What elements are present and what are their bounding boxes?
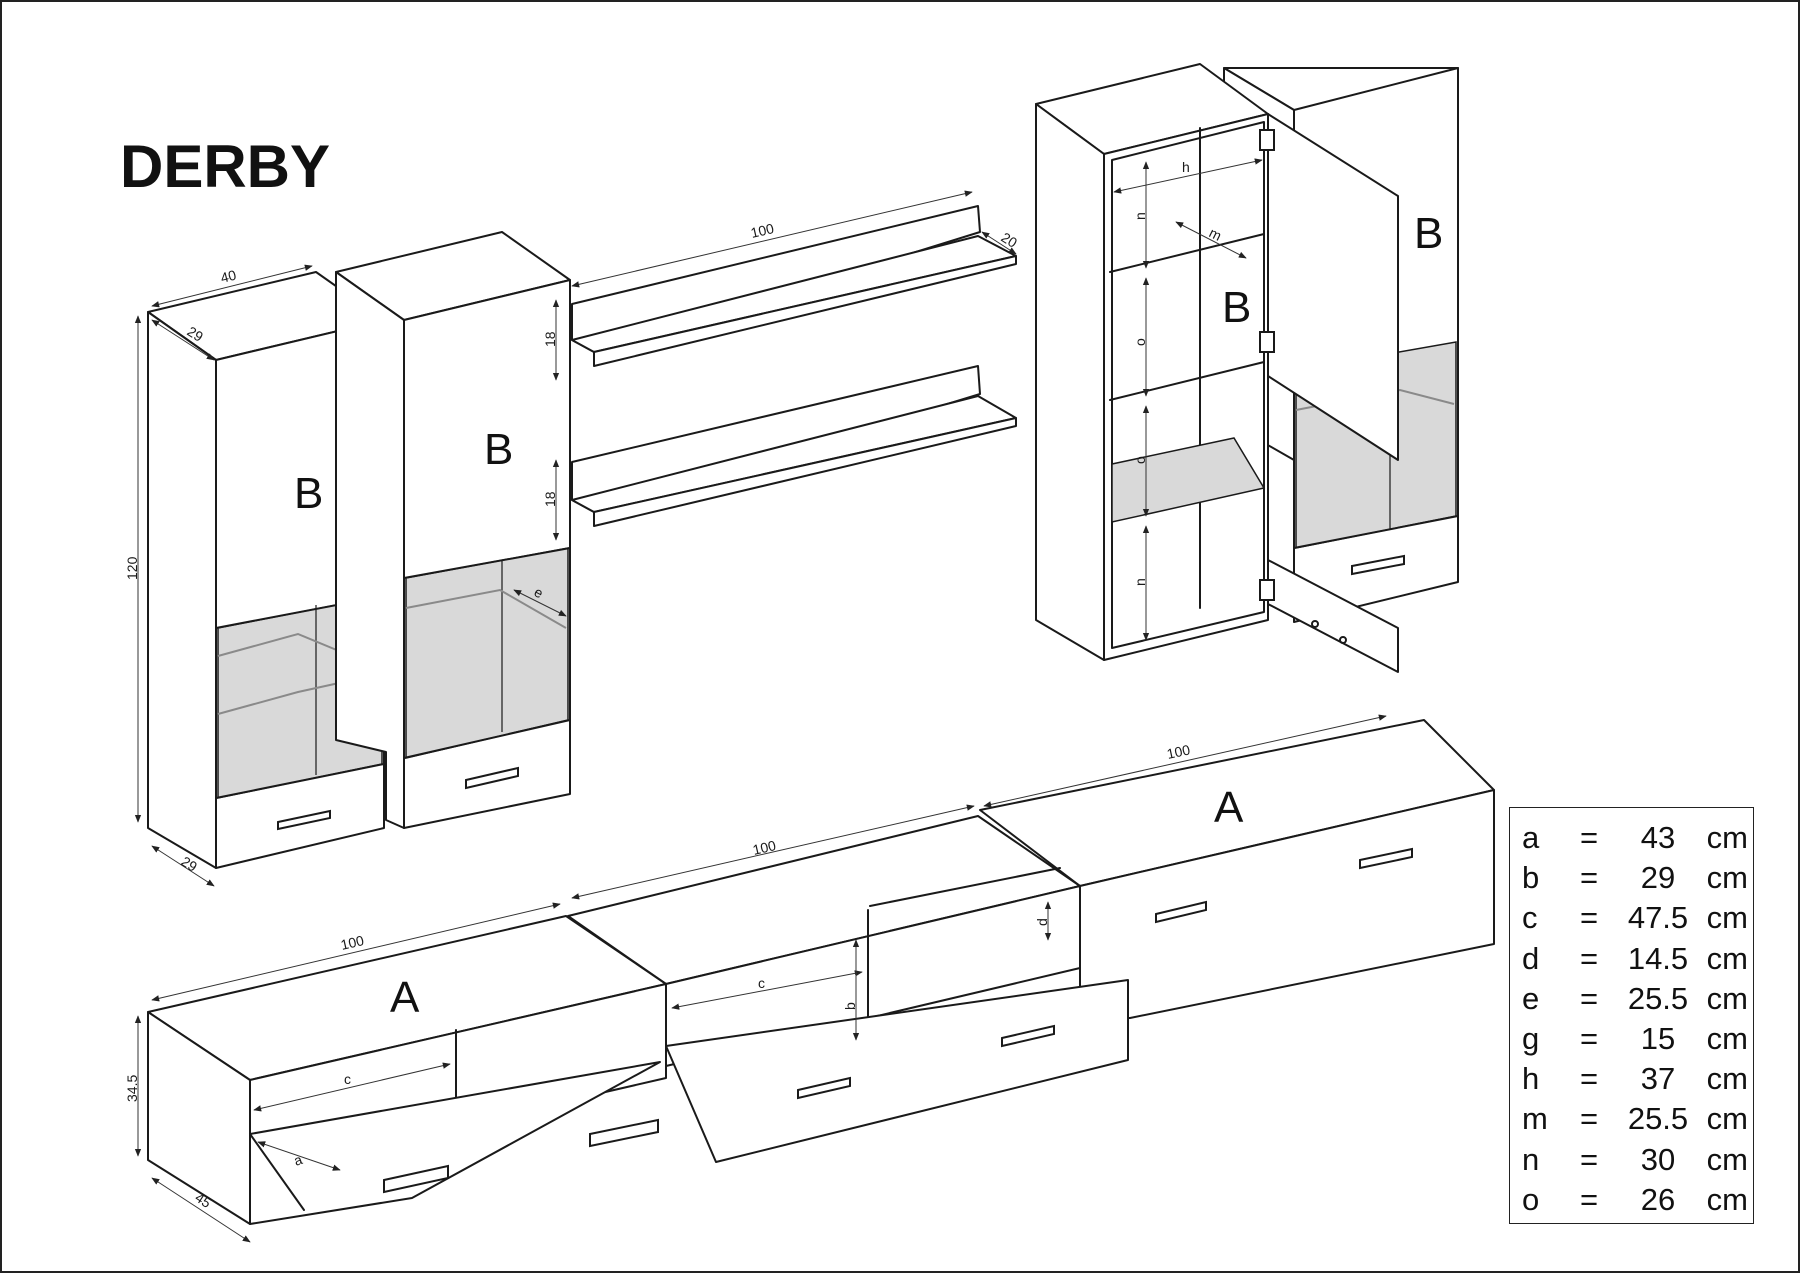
legend-eq: =: [1580, 1101, 1599, 1137]
dim-cabinet-depth-bottom: 29: [178, 853, 200, 875]
legend-eq: =: [1580, 1061, 1599, 1097]
legend-value: 29: [1640, 860, 1676, 896]
tv-left-handle-2: [589, 1118, 659, 1148]
dim-tv-height: 34.5: [124, 1075, 140, 1102]
dim-tv-depth: 45: [192, 1189, 214, 1211]
legend-unit: cm: [1706, 1141, 1748, 1177]
cabinet-b-open-label: B: [1222, 283, 1251, 332]
legend-unit: cm: [1706, 820, 1748, 856]
legend-key: o: [1522, 1181, 1540, 1217]
legend-row: c = 47.5 cm: [1510, 898, 1753, 938]
legend-key: m: [1522, 1101, 1548, 1137]
dim-tv-middle-width: 100: [751, 837, 778, 858]
tv-right-handle-1: [1155, 900, 1207, 924]
tv-unit-a-left: 100 34.5 45 c a A: [124, 902, 667, 1243]
legend-key: h: [1522, 1061, 1540, 1097]
cabinet-b-open: B h m n o o n: [1035, 63, 1399, 673]
cabinet-b-right-handle: [1351, 554, 1405, 576]
dim-tv-right-width: 100: [1165, 741, 1191, 762]
dim-tv-left-width: 100: [339, 932, 366, 953]
cabinet-b-left-label: B: [294, 469, 323, 518]
legend-unit: cm: [1706, 900, 1748, 936]
dim-open-o-2: o: [1132, 456, 1148, 464]
tv-middle-drawer-handle: [797, 1076, 851, 1100]
legend-row: m = 25.5 cm: [1510, 1099, 1753, 1139]
legend-value: 14.5: [1627, 940, 1689, 976]
legend-row: e = 25.5 cm: [1510, 979, 1753, 1019]
dim-open-o-1: o: [1132, 338, 1148, 346]
legend-row: n = 30 cm: [1510, 1140, 1753, 1180]
cabinet-b-second-handle: [465, 766, 519, 790]
legend-key: a: [1522, 820, 1540, 856]
dim-cabinet-width: 40: [219, 267, 238, 286]
legend-row: b = 29 cm: [1510, 858, 1753, 898]
legend-row: d = 14.5 cm: [1510, 939, 1753, 979]
tv-unit-a-left-label: A: [390, 973, 420, 1022]
dim-cabinet-height: 120: [124, 556, 140, 580]
legend-unit: cm: [1706, 1181, 1748, 1217]
legend-unit: cm: [1706, 980, 1748, 1016]
dim-shelf-depth: 20: [998, 229, 1020, 251]
dim-tv-c-middle: c: [758, 975, 765, 991]
dim-shelf-width: 100: [749, 220, 776, 241]
legend-eq: =: [1580, 940, 1599, 976]
tv-unit-a-right: A 100: [979, 714, 1495, 1019]
cabinet-b-left-handle: [277, 809, 331, 831]
product-title: DERBY: [120, 133, 330, 200]
dim-cabinet-depth-top: 29: [184, 323, 206, 345]
dim-shelf-gap-upper: 18: [542, 331, 558, 347]
dim-tv-d: d: [1034, 918, 1050, 926]
legend-eq: =: [1580, 900, 1599, 936]
legend-key: e: [1522, 980, 1540, 1016]
dim-shelf-gap-lower: 18: [542, 491, 558, 507]
cabinet-b-second: B e 18 18: [335, 231, 571, 829]
legend-unit: cm: [1706, 940, 1748, 976]
tv-middle-handle-2: [1001, 1024, 1055, 1048]
legend-key: n: [1522, 1141, 1540, 1177]
legend-value: 25.5: [1627, 1101, 1689, 1137]
legend-value: 43: [1640, 820, 1676, 856]
legend-unit: cm: [1706, 1061, 1748, 1097]
legend-row: h = 37 cm: [1510, 1059, 1753, 1099]
legend-eq: =: [1580, 980, 1599, 1016]
legend-value: 37: [1640, 1061, 1676, 1097]
legend-eq: =: [1580, 1181, 1599, 1217]
legend-row: a = 43 cm: [1510, 818, 1753, 858]
legend-key: c: [1522, 900, 1538, 936]
legend-key: b: [1522, 860, 1540, 896]
legend-unit: cm: [1706, 1021, 1748, 1057]
legend-key: d: [1522, 940, 1540, 976]
legend-value: 15: [1640, 1021, 1676, 1057]
cabinet-b-second-label: B: [484, 425, 513, 474]
wall-shelves: 100 20: [571, 190, 1020, 527]
dim-tv-c-left: c: [344, 1071, 351, 1087]
tv-left-handle-1: [383, 1164, 449, 1194]
legend-row: o = 26 cm: [1510, 1180, 1753, 1220]
legend-value: 26: [1640, 1181, 1676, 1217]
tv-unit-a-right-label: A: [1214, 783, 1244, 832]
legend-key: g: [1522, 1021, 1540, 1057]
dim-open-h: h: [1182, 159, 1190, 175]
legend-unit: cm: [1706, 860, 1748, 896]
legend-eq: =: [1580, 1021, 1599, 1057]
legend-row: g = 15 cm: [1510, 1019, 1753, 1059]
tv-unit-a-middle: c b d 100 A: [380, 804, 1129, 1163]
dimension-legend: a = 43 cm b = 29 cm c = 47.5 cm d = 14.5 cm e = 25.5 cm g = 15…: [1509, 807, 1754, 1224]
cabinet-b-right-label: B: [1414, 209, 1443, 258]
legend-eq: =: [1580, 1141, 1599, 1177]
dim-tv-b: b: [842, 1002, 858, 1010]
legend-value: 47.5: [1627, 900, 1689, 936]
legend-unit: cm: [1706, 1101, 1748, 1137]
dim-open-n-bottom: n: [1132, 578, 1148, 586]
legend-eq: =: [1580, 860, 1599, 896]
legend-value: 30: [1640, 1141, 1676, 1177]
dim-open-n-top: n: [1132, 212, 1148, 220]
legend-value: 25.5: [1627, 980, 1689, 1016]
legend-eq: =: [1580, 820, 1599, 856]
tv-right-handle-2: [1359, 847, 1413, 870]
